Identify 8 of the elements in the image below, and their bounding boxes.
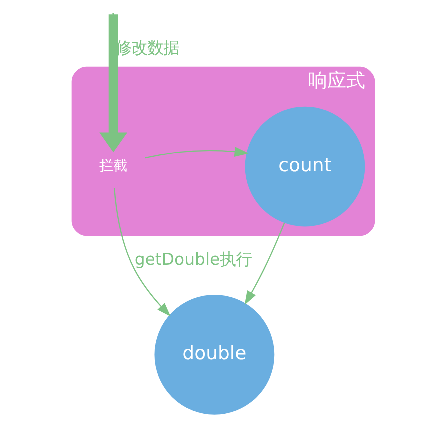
- node-circle: double: [154, 294, 274, 414]
- arrow: [99, 14, 128, 152]
- arrow: [113, 188, 170, 316]
- arrow: [144, 146, 248, 158]
- edge-label: getDouble执行: [134, 250, 252, 269]
- node-circle: count: [244, 106, 365, 226]
- node-text: 拦截: [99, 158, 128, 174]
- edge-label: 修改数据: [115, 38, 180, 58]
